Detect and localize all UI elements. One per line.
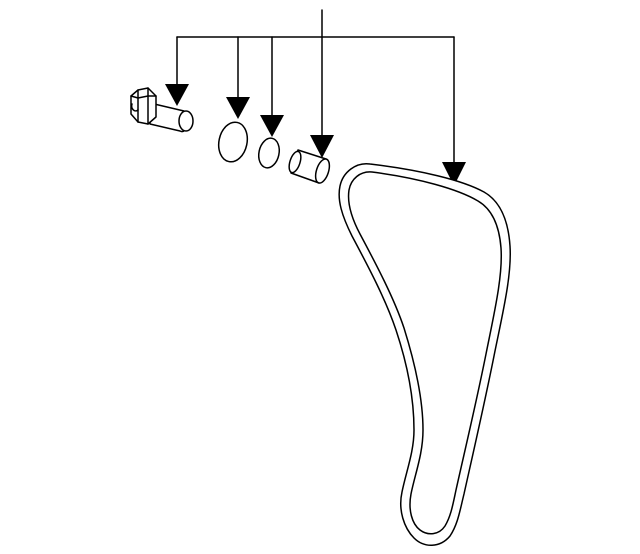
chain-guide-icon: [338, 163, 512, 546]
collar-icon: [288, 149, 331, 184]
collar-arrow-icon: [310, 135, 334, 158]
callout-leader-lines: [176, 9, 455, 165]
large-o-ring-icon: [217, 121, 249, 163]
bolt-arrow-icon: [165, 84, 189, 106]
small-o-ring-arrow-icon: [260, 115, 284, 137]
hex-bolt-icon: [130, 87, 194, 133]
small-o-ring-icon: [257, 137, 281, 169]
chain-guide-arrow-icon: [442, 162, 466, 186]
large-o-ring-arrow-icon: [226, 97, 250, 119]
arrow-heads: [165, 84, 466, 186]
